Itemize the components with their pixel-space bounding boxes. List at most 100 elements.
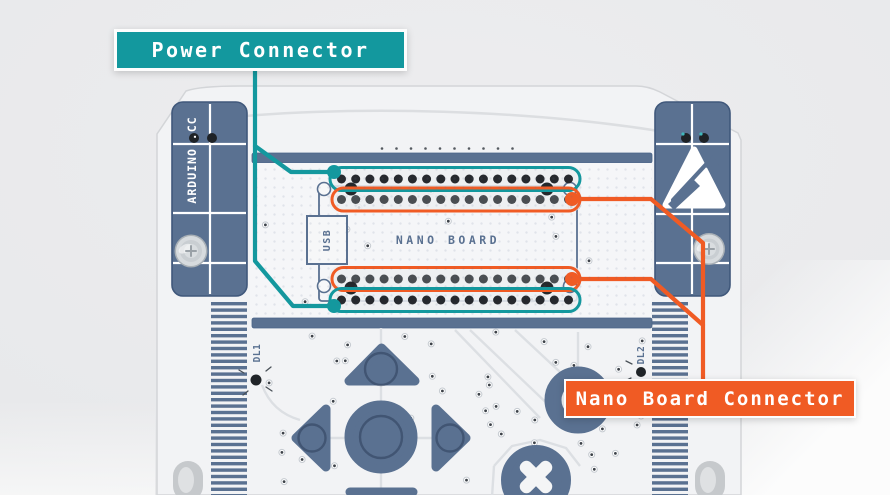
pin [450, 195, 460, 204]
right-side-panel [654, 101, 731, 297]
pin [422, 274, 432, 284]
dpad-down-button [345, 487, 418, 495]
pin [393, 295, 403, 305]
screw-left [174, 234, 208, 268]
pin [365, 195, 375, 204]
solder-dot-row [380, 147, 514, 150]
pin [478, 274, 488, 284]
pin [535, 174, 545, 184]
power-connector-outline-top [328, 166, 582, 192]
led-dl1: DL1 [238, 344, 273, 396]
pin [564, 174, 573, 184]
pin [436, 274, 446, 284]
pin [478, 174, 488, 184]
pin [478, 295, 488, 305]
background-gradient-left [0, 400, 155, 495]
mount-dot [189, 133, 199, 143]
mount-dot [207, 133, 217, 143]
nano-socket: USB NANO BOARD [306, 166, 582, 313]
pin [521, 195, 531, 204]
pin [407, 295, 417, 305]
pin [521, 274, 531, 284]
nano-pins [337, 174, 573, 305]
left-hatch-strip [211, 302, 247, 495]
power-connector-outline-bottom [328, 287, 582, 313]
pin [351, 174, 361, 184]
pin [507, 195, 517, 204]
pin [393, 174, 403, 184]
led-dl1-label: DL1 [252, 344, 263, 363]
pin [337, 174, 346, 184]
power-connector-line [252, 65, 341, 313]
bottom-rail [251, 317, 653, 329]
pin [507, 295, 517, 305]
pin [464, 174, 474, 184]
pin [464, 195, 474, 204]
usb-port [306, 215, 348, 265]
pin [379, 295, 389, 305]
nano-board-connector-callout-text: Nano Board Connector [575, 387, 845, 410]
nano-board-label: NANO BOARD [396, 233, 500, 247]
pin [450, 274, 460, 284]
pin [564, 295, 573, 305]
dpad-right-button [431, 404, 471, 472]
pin [507, 274, 517, 284]
pin [407, 274, 417, 284]
esd-warning-icon [662, 146, 726, 210]
usb-label: USB [322, 229, 333, 252]
pin [521, 295, 531, 305]
pin [379, 274, 389, 284]
background-gradient-right [720, 260, 890, 495]
brand-text: ARDUINO .CC [185, 116, 199, 203]
nano-board-connector-callout: Nano Board Connector [564, 379, 856, 418]
bottom-stud-right [695, 461, 725, 495]
pin [507, 174, 517, 184]
pin [535, 274, 545, 284]
dpad-left-button [291, 404, 331, 472]
pin [351, 274, 361, 284]
pin [379, 174, 389, 184]
pin [549, 195, 559, 204]
pin [535, 295, 545, 305]
power-connector-callout: Power Connector [114, 29, 407, 71]
pin [436, 174, 446, 184]
pin [365, 174, 375, 184]
left-side-panel: ARDUINO .CC [171, 101, 248, 297]
x-button [501, 445, 571, 495]
pin [535, 195, 545, 204]
pin [450, 174, 460, 184]
pin [493, 295, 503, 305]
dpad-center-button [344, 400, 418, 474]
pin [478, 195, 488, 204]
nano-connector-line [565, 192, 706, 384]
led-dl2-label: DL2 [636, 346, 647, 365]
pin [365, 274, 375, 284]
pin [407, 195, 417, 204]
pin [407, 174, 417, 184]
dpad-up-button [344, 343, 420, 386]
pin [351, 195, 361, 204]
pin [464, 274, 474, 284]
pin [450, 295, 460, 305]
pin [493, 195, 503, 204]
pin [549, 274, 559, 284]
top-rail [251, 152, 653, 164]
dpad [291, 343, 471, 495]
pin [393, 274, 403, 284]
pin [422, 195, 432, 204]
pin [422, 295, 432, 305]
socket-hole [316, 278, 332, 294]
pin [337, 195, 346, 204]
molded-edge-highlight [204, 109, 701, 140]
pin [521, 174, 531, 184]
socket-hole [316, 181, 332, 197]
pin [337, 274, 346, 284]
power-connector-callout-text: Power Connector [151, 38, 370, 62]
pin [436, 295, 446, 305]
pin [549, 174, 559, 184]
pin [365, 295, 375, 305]
pin [422, 174, 432, 184]
pin [549, 295, 559, 305]
